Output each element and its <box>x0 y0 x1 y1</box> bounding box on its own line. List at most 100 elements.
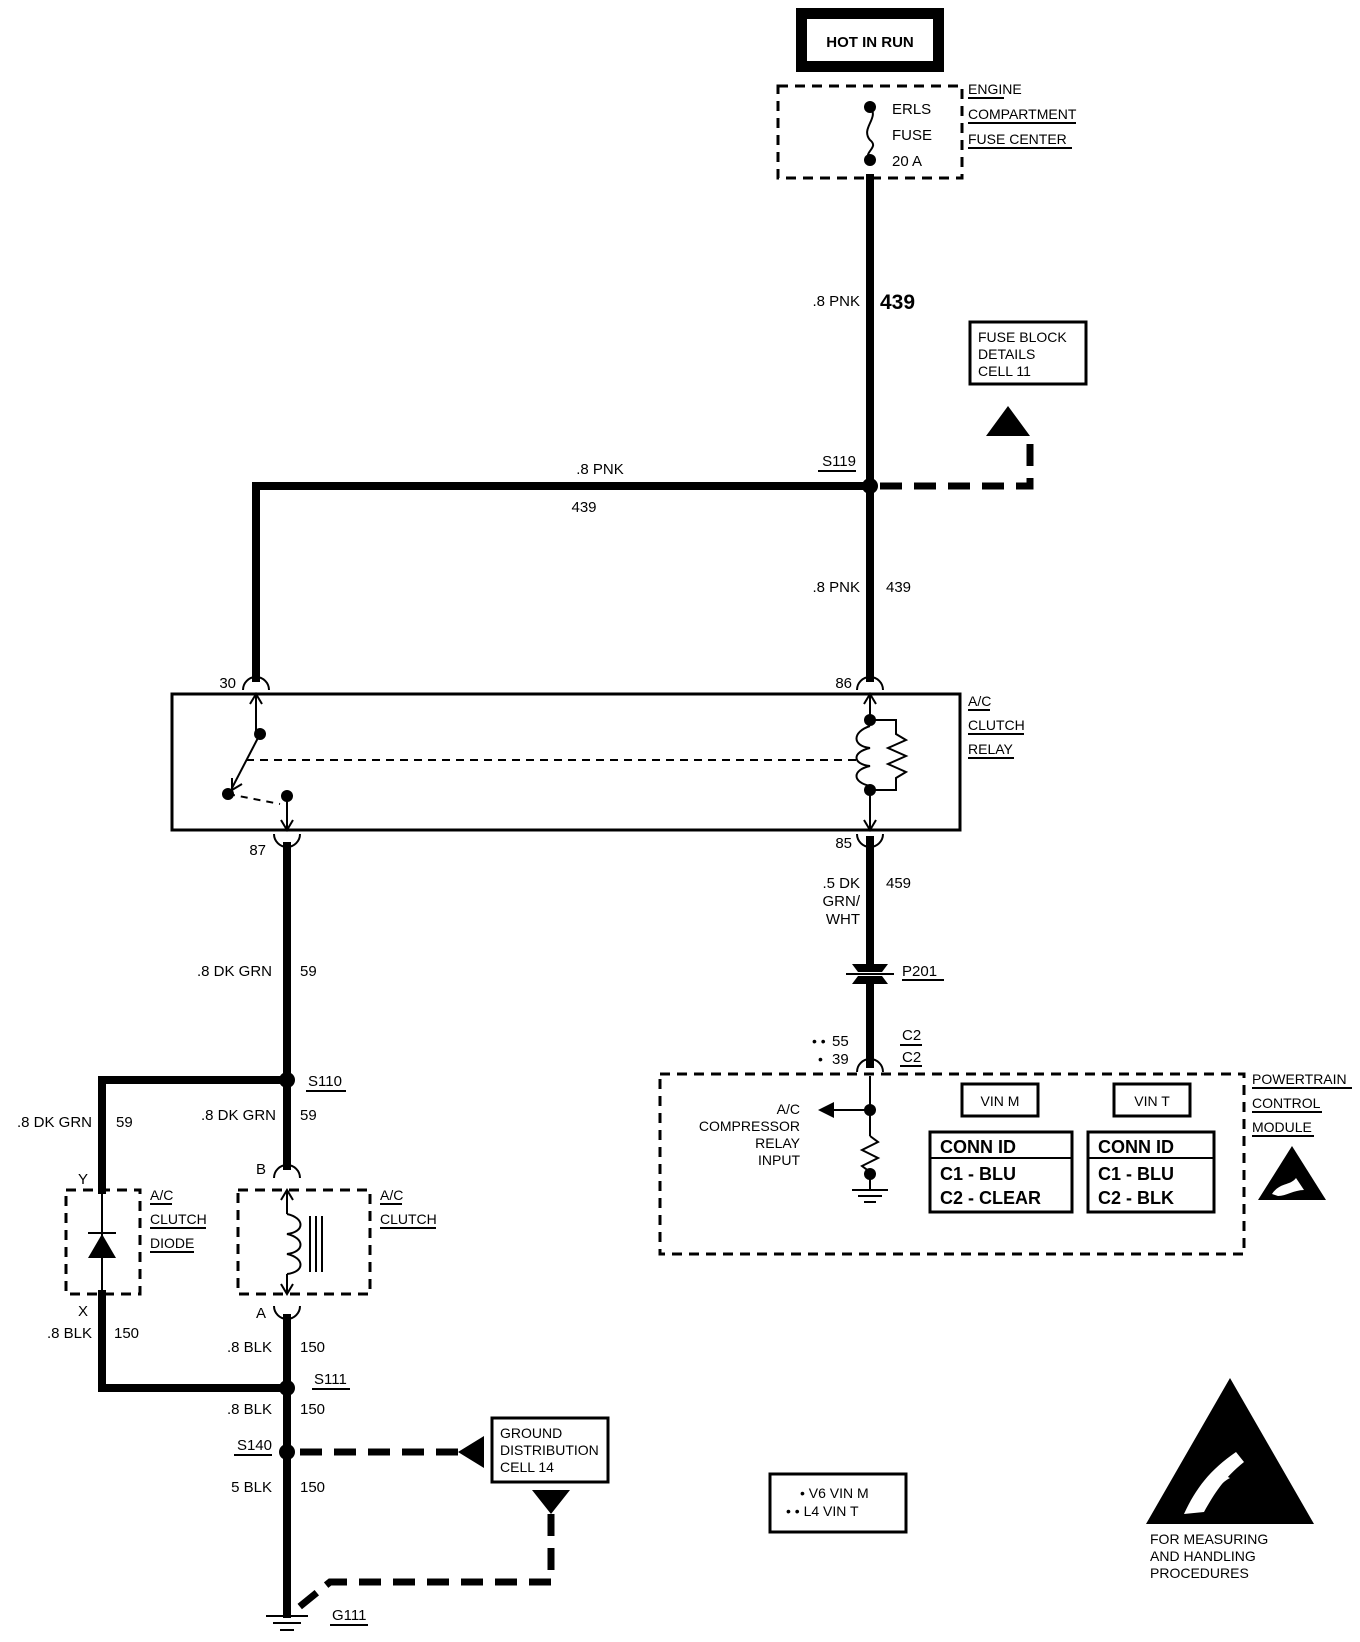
relay-pin-87: 87 <box>249 842 266 859</box>
relay-pin-30-connector <box>242 676 270 691</box>
pcm-conn-t-c1: C1 - BLU <box>1098 1164 1174 1184</box>
wire-150-diode-circuit: 150 <box>114 1325 139 1342</box>
clutch-label-2: CLUTCH <box>380 1211 437 1227</box>
fuse-center-label-2: COMPARTMENT <box>968 106 1077 122</box>
pcm-connector-bottom: C2 <box>902 1049 921 1066</box>
fuse-center-label-3: FUSE CENTER <box>968 131 1067 147</box>
wire-59-diode-circuit: 59 <box>116 1114 133 1131</box>
splice-s110-label: S110 <box>308 1073 342 1090</box>
legend-v6: • V6 VIN M <box>800 1485 869 1501</box>
ac-clutch-diode: Y X A/C CLUTCH DIODE <box>64 1171 207 1320</box>
fuse-block-dashed-link <box>880 436 1034 490</box>
ground-ref-line-2: DISTRIBUTION <box>500 1442 599 1458</box>
fuse-block-ref-line-3: CELL 11 <box>978 363 1031 379</box>
diode-pin-y: Y <box>78 1171 88 1188</box>
relay-label-3: RELAY <box>968 741 1014 757</box>
pcm-conn-m-c2: C2 - CLEAR <box>940 1188 1041 1208</box>
wire-150-clutch-gauge: .8 BLK <box>227 1339 272 1356</box>
wire-59-clutch-gauge: .8 DK GRN <box>201 1107 276 1124</box>
relay-resistor <box>870 719 909 791</box>
clutch-pin-b-connector <box>273 1164 301 1179</box>
diode-label-2: CLUTCH <box>150 1211 207 1227</box>
ground-distribution-ref[interactable]: GROUND DISTRIBUTION CELL 14 <box>490 1416 610 1484</box>
legend-l4: • • L4 VIN T <box>786 1503 859 1519</box>
wire-150-ground-circuit: 150 <box>300 1479 325 1496</box>
esd-line-3: PROCEDURES <box>1150 1565 1249 1581</box>
wire-439-feed-circuit: 439 <box>880 291 915 314</box>
diode-label-1: A/C <box>150 1187 173 1203</box>
ac-clutch-relay: 30 86 87 85 A/C CLUTCH RELAY <box>170 675 1025 859</box>
relay-pin-85: 85 <box>835 835 852 852</box>
arrow-down-icon <box>532 1490 570 1514</box>
wire-459-circuit: 459 <box>886 875 911 892</box>
pcm-pin-v6: 55 <box>832 1033 849 1050</box>
pcm-pin-v6-mark: • • <box>812 1033 826 1049</box>
pcm-conn-t-c2: C2 - BLK <box>1098 1188 1174 1208</box>
fuse-name: ERLS <box>892 101 931 118</box>
wire-439-horiz-gauge: .8 PNK <box>576 461 624 478</box>
esd-warning: FOR MEASURING AND HANDLING PROCEDURES <box>1146 1378 1314 1581</box>
esd-line-2: AND HANDLING <box>1150 1548 1256 1564</box>
fuse-block-ref-line-1: FUSE BLOCK <box>978 329 1067 345</box>
ac-clutch: B A A/C CLUTCH <box>236 1161 437 1322</box>
wire-439-feed-gauge: .8 PNK <box>812 293 860 310</box>
clutch-label-1: A/C <box>380 1187 403 1203</box>
wire-439-horiz-circuit: 439 <box>571 499 596 516</box>
relay-pin-86-connector <box>856 676 884 691</box>
wire-459-gauge-2: GRN/ <box>823 893 861 910</box>
wire-439-86-circuit: 439 <box>886 579 911 596</box>
esd-line-1: FOR MEASURING <box>1150 1531 1268 1547</box>
pcm-conn-m-c1: C1 - BLU <box>940 1164 1016 1184</box>
esd-small-icon <box>1258 1146 1326 1200</box>
wire-150-s111-gauge: .8 BLK <box>227 1401 272 1418</box>
wire-150-diode <box>98 1290 291 1392</box>
vin-legend: • V6 VIN M • • L4 VIN T <box>768 1472 908 1534</box>
engine-fuse-center: ERLS FUSE 20 A ENGINE COMPARTMENT FUSE C… <box>776 81 1077 180</box>
relay-pin-30: 30 <box>219 675 236 692</box>
pcm-pin-l4: 39 <box>832 1051 849 1068</box>
pcm-c2-connector <box>856 1058 884 1073</box>
diode-pin-x: X <box>78 1303 88 1320</box>
ground-return-dashed-link <box>295 1514 555 1611</box>
ground-g111-label: G111 <box>332 1607 366 1624</box>
pcm-pin-l4-mark: • <box>818 1051 823 1067</box>
wire-439-relay-30 <box>252 482 874 682</box>
ground-ref-line-1: GROUND <box>500 1425 562 1441</box>
clutch-pin-a: A <box>256 1305 266 1322</box>
relay-pin-86: 86 <box>835 675 852 692</box>
wire-59-main-gauge: .8 DK GRN <box>197 963 272 980</box>
arrow-up-icon <box>986 406 1030 436</box>
relay-coil <box>855 725 871 787</box>
diode-label-3: DIODE <box>150 1235 194 1251</box>
esd-large-icon <box>1146 1378 1314 1524</box>
pcm-input-label-3: RELAY <box>755 1135 801 1151</box>
wire-59-diode <box>98 1076 291 1194</box>
arrow-left-icon <box>458 1436 484 1468</box>
fuse-block-details-ref[interactable]: FUSE BLOCK DETAILS CELL 11 <box>968 320 1088 386</box>
wire-150-s111-circuit: 150 <box>300 1401 325 1418</box>
powertrain-control-module: • • 55 • 39 C2 C2 A/C COMPRESSOR RELAY I… <box>658 1027 1352 1256</box>
pcm-label-2: CONTROL <box>1252 1095 1321 1111</box>
hot-in-run-label: HOT IN RUN <box>826 34 914 51</box>
splice-s140-label: S140 <box>237 1437 272 1454</box>
wire-439-86-gauge: .8 PNK <box>812 579 860 596</box>
pcm-input-label-1: A/C <box>777 1101 800 1117</box>
wire-459-gauge-1: .5 DK <box>822 875 860 892</box>
clutch-pin-b: B <box>256 1161 266 1178</box>
fuse-word: FUSE <box>892 127 932 144</box>
splice-s119-label: S119 <box>822 453 856 470</box>
pcm-connector-top: C2 <box>902 1027 921 1044</box>
wire-59-clutch-circuit: 59 <box>300 1107 317 1124</box>
relay-label-2: CLUTCH <box>968 717 1025 733</box>
pcm-label-1: POWERTRAIN <box>1252 1071 1347 1087</box>
fuse-symbol <box>866 106 875 161</box>
pcm-label-3: MODULE <box>1252 1119 1312 1135</box>
hot-in-run-box: HOT IN RUN <box>796 8 944 72</box>
fuse-center-label-1: ENGINE <box>968 81 1022 97</box>
fuse-block-ref-line-2: DETAILS <box>978 346 1035 362</box>
pcm-vin-m: VIN M <box>981 1093 1020 1109</box>
diode-symbol <box>88 1234 116 1258</box>
pcm-input-label-4: INPUT <box>758 1152 800 1168</box>
fuse-rating: 20 A <box>892 153 922 170</box>
